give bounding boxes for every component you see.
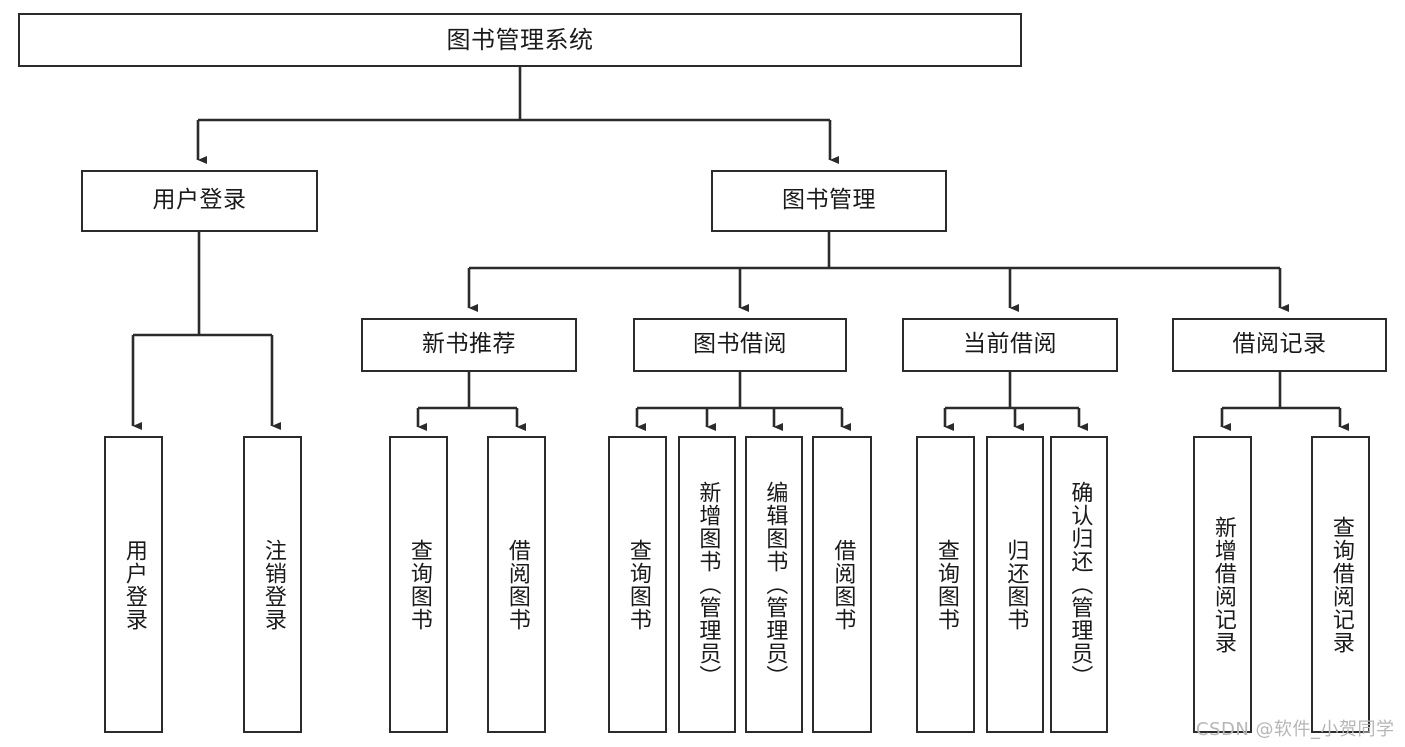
node-leaf-user-login[interactable]: 用户登录	[104, 436, 163, 733]
node-user-login-label: 用户登录	[152, 187, 247, 214]
node-book-manage[interactable]: 图书管理	[711, 170, 947, 232]
node-leaf-edit-book[interactable]: 编辑图书（管理员）	[745, 436, 803, 733]
node-leaf-return-book-label: 归还图书	[1003, 538, 1029, 631]
node-book-manage-label: 图书管理	[782, 187, 876, 214]
node-leaf-confirm-return[interactable]: 确认归还（管理员）	[1050, 436, 1108, 733]
node-book-borrow-label: 图书借阅	[693, 331, 787, 358]
node-book-borrow[interactable]: 图书借阅	[633, 318, 847, 372]
csdn-watermark: CSDN @软件_小贺同学	[1196, 719, 1395, 740]
node-leaf-add-book-label: 新增图书（管理员）	[695, 481, 721, 688]
node-leaf-user-login-label: 用户登录	[121, 538, 147, 631]
node-leaf-query-book-1-label: 查询图书	[406, 538, 432, 631]
node-borrow-record[interactable]: 借阅记录	[1172, 318, 1387, 372]
node-leaf-query-book-3-label: 查询图书	[933, 538, 959, 631]
node-leaf-user-logout-label: 注销登录	[260, 538, 286, 631]
node-root[interactable]: 图书管理系统	[18, 13, 1022, 67]
node-leaf-confirm-return-label: 确认归还（管理员）	[1067, 481, 1093, 688]
node-leaf-borrow-book-1[interactable]: 借阅图书	[487, 436, 546, 733]
node-leaf-query-book-2-label: 查询图书	[625, 538, 651, 631]
node-borrow-record-label: 借阅记录	[1232, 331, 1327, 358]
node-new-book-recommend[interactable]: 新书推荐	[361, 318, 577, 372]
node-current-borrow[interactable]: 当前借阅	[902, 318, 1118, 372]
node-leaf-query-book-2[interactable]: 查询图书	[608, 436, 667, 733]
node-leaf-add-borrow-record-label: 新增借阅记录	[1210, 515, 1236, 654]
node-root-label: 图书管理系统	[446, 25, 594, 54]
node-leaf-query-book-3[interactable]: 查询图书	[916, 436, 975, 733]
node-user-login[interactable]: 用户登录	[81, 170, 318, 232]
node-leaf-add-borrow-record[interactable]: 新增借阅记录	[1193, 436, 1252, 733]
node-leaf-edit-book-label: 编辑图书（管理员）	[762, 481, 788, 688]
node-leaf-query-book-1[interactable]: 查询图书	[389, 436, 448, 733]
node-new-book-recommend-label: 新书推荐	[422, 331, 516, 358]
node-leaf-query-borrow-record-label: 查询借阅记录	[1328, 515, 1354, 654]
node-leaf-query-borrow-record[interactable]: 查询借阅记录	[1311, 436, 1370, 733]
node-leaf-borrow-book-2-label: 借阅图书	[830, 538, 856, 631]
node-leaf-return-book[interactable]: 归还图书	[986, 436, 1044, 733]
node-leaf-add-book[interactable]: 新增图书（管理员）	[678, 436, 736, 733]
node-leaf-user-logout[interactable]: 注销登录	[243, 436, 302, 733]
node-leaf-borrow-book-2[interactable]: 借阅图书	[812, 436, 872, 733]
node-current-borrow-label: 当前借阅	[963, 331, 1057, 358]
node-leaf-borrow-book-1-label: 借阅图书	[504, 538, 530, 631]
